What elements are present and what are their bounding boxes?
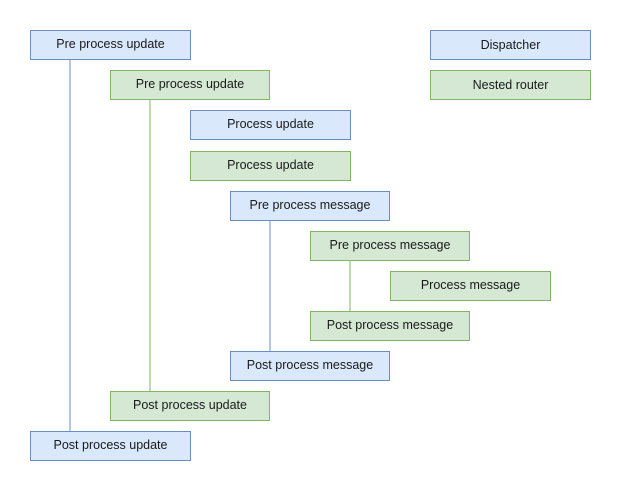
node-label: Post process message: [246, 358, 374, 373]
node-label: Process update: [227, 117, 314, 132]
node-post-process-update-dispatcher[interactable]: Post process update: [30, 431, 191, 461]
node-post-process-message-router[interactable]: Post process message: [310, 311, 470, 341]
node-process-update-router[interactable]: Process update: [190, 151, 351, 181]
node-label: Post process update: [53, 438, 168, 453]
node-label: Pre process update: [56, 37, 165, 52]
node-post-process-message-dispatcher[interactable]: Post process message: [230, 351, 390, 381]
node-label: Process update: [227, 158, 314, 173]
node-process-update-dispatcher[interactable]: Process update: [190, 110, 351, 140]
node-label: Pre process message: [249, 198, 371, 213]
node-pre-process-message-dispatcher[interactable]: Pre process message: [230, 191, 390, 221]
node-pre-process-update-dispatcher[interactable]: Pre process update: [30, 30, 191, 60]
legend-item-label: Nested router: [472, 78, 549, 92]
node-label: Process message: [420, 278, 521, 293]
legend-item-dispatcher[interactable]: Dispatcher: [430, 30, 591, 60]
node-pre-process-update-router[interactable]: Pre process update: [110, 70, 270, 100]
node-post-process-update-router[interactable]: Post process update: [110, 391, 270, 421]
legend-item-nested-router[interactable]: Nested router: [430, 70, 591, 100]
node-label: Post process message: [326, 318, 454, 333]
node-label: Pre process message: [329, 238, 451, 253]
legend-item-label: Dispatcher: [480, 38, 541, 52]
node-label: Post process update: [133, 398, 247, 413]
node-process-message-router[interactable]: Process message: [390, 271, 551, 301]
node-label: Pre process update: [135, 77, 245, 92]
node-pre-process-message-router[interactable]: Pre process message: [310, 231, 470, 261]
